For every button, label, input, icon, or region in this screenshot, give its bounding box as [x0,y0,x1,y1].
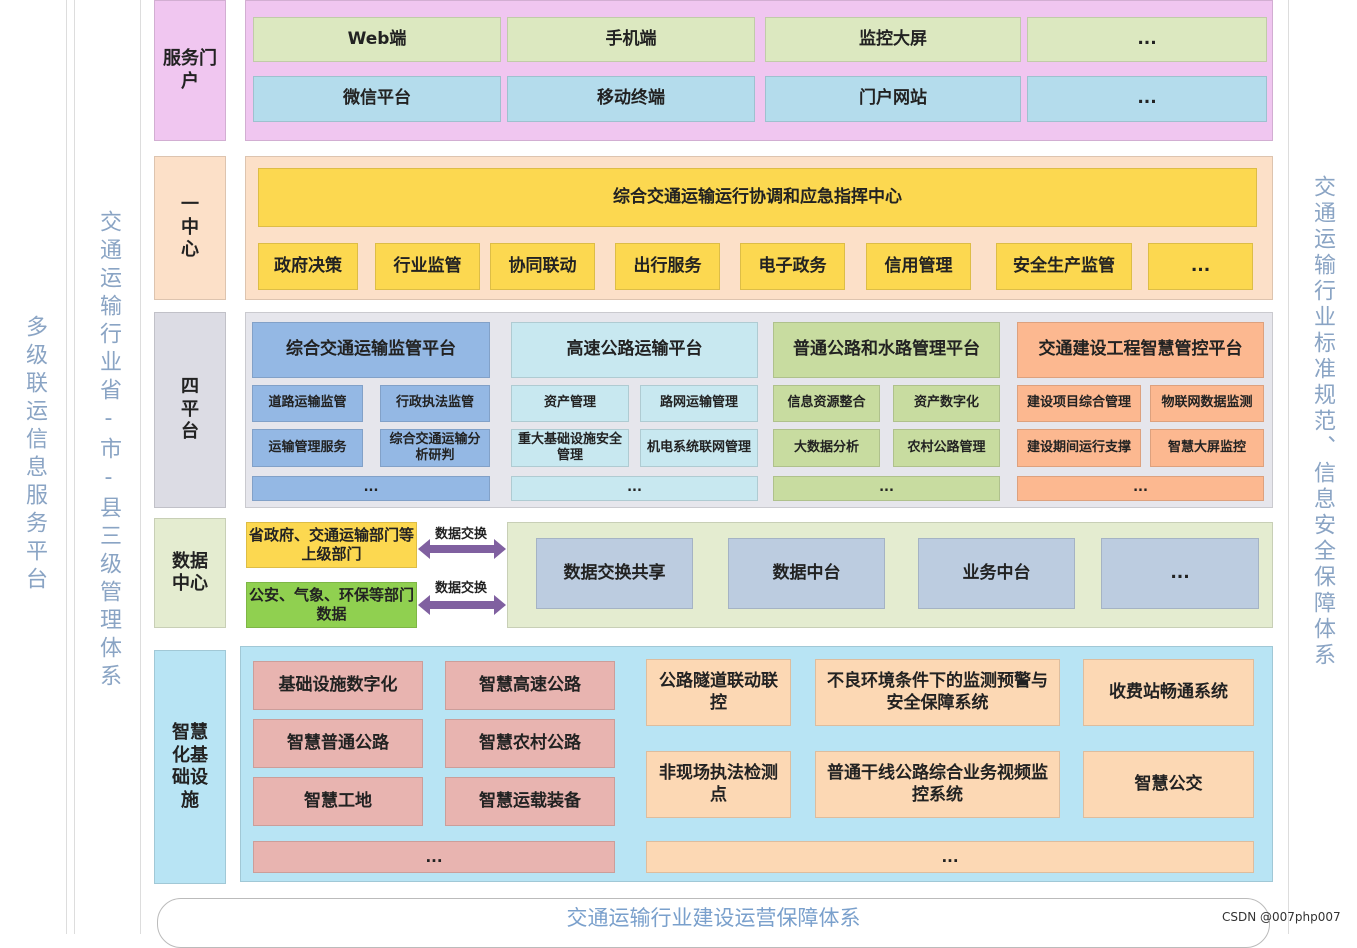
divider [74,0,75,934]
side-label-standards: 交通运输行业标准规范、信息安全保障体系 [1310,175,1335,669]
platform-item: 资产数字化 [893,385,1000,422]
layer-label-infra: 智慧化基础设施 [154,650,226,884]
infra-right-item: 收费站畅通系统 [1083,659,1254,726]
portal-website: 门户网站 [765,76,1021,122]
platform-item: 综合交通运输分析研判 [380,429,490,467]
divider [66,0,67,934]
platform-more: ... [1017,476,1264,501]
layer-label-portal: 服务门户 [154,0,226,141]
center-item: 电子政务 [740,243,845,290]
platform-item: 道路运输监管 [252,385,363,422]
platform-more: ... [252,476,490,501]
platform-more: ... [511,476,758,501]
infra-right-more: ... [646,841,1254,873]
platform-item: 农村公路管理 [893,429,1000,467]
exchange-arrows-icon [418,539,506,615]
portal-mobile: 手机端 [507,17,755,62]
exchange-label: 数据交换 [434,526,487,542]
data-source-government: 省政府、交通运输部门等上级部门 [246,522,417,568]
platform-title: 交通建设工程智慧管控平台 [1017,322,1264,378]
layer-label-data-center: 数据中心 [154,518,226,628]
infra-right-item: 不良环境条件下的监测预警与安全保障系统 [815,659,1060,726]
platform-more: ... [773,476,1000,501]
divider [140,0,141,934]
platform-item: 资产管理 [511,385,629,422]
exchange-label: 数据交换 [434,580,487,596]
data-center-item: 数据中台 [728,538,885,609]
portal-screen: 监控大屏 [765,17,1021,62]
portal-terminal: 移动终端 [507,76,755,122]
layer-label-platforms: 四平台 [154,312,226,508]
infra-left-item: 智慧工地 [253,777,423,826]
portal-web: Web端 [253,17,501,62]
data-source-departments: 公安、气象、环保等部门数据 [246,582,417,628]
platform-item: 建设项目综合管理 [1017,385,1141,422]
center-item: 协同联动 [490,243,595,290]
infra-right-item: 智慧公交 [1083,751,1254,818]
infra-right-item: 公路隧道联动联控 [646,659,791,726]
infra-left-item: 智慧高速公路 [445,661,615,710]
platform-item: 行政执法监管 [380,385,490,422]
platform-title: 普通公路和水路管理平台 [773,322,1000,378]
infra-left-item: 智慧农村公路 [445,719,615,768]
platform-item: 大数据分析 [773,429,880,467]
side-label-service-platform: 多级联运信息服务平台 [22,315,47,595]
platform-item: 运输管理服务 [252,429,363,467]
center-item: 信用管理 [866,243,971,290]
layer-label-center: 一中心 [154,156,226,300]
infra-right-item: 普通干线公路综合业务视频监控系统 [815,751,1060,818]
platform-item: 重大基础设施安全管理 [511,429,629,467]
infra-left-item: 基础设施数字化 [253,661,423,710]
divider [1288,0,1289,934]
platform-item: 建设期间运行支撑 [1017,429,1141,467]
data-center-item: ... [1101,538,1259,609]
data-center-item: 数据交换共享 [536,538,693,609]
platform-item: 物联网数据监测 [1150,385,1264,422]
platform-item: 机电系统联网管理 [640,429,758,467]
platform-title: 综合交通运输监管平台 [252,322,490,378]
watermark: CSDN @007php007 [1222,910,1341,924]
infra-left-item: 智慧运载装备 [445,777,615,826]
platform-item: 路网运输管理 [640,385,758,422]
center-item: 安全生产监管 [996,243,1132,290]
center-item: 出行服务 [615,243,720,290]
command-center: 综合交通运输运行协调和应急指挥中心 [258,168,1257,227]
center-item: 行业监管 [375,243,480,290]
side-label-management-system: 交通运输行业省-市-县三级管理体系 [96,210,121,692]
infra-left-item: 智慧普通公路 [253,719,423,768]
platform-item: 智慧大屏监控 [1150,429,1264,467]
infra-left-more: ... [253,841,615,873]
center-item: ... [1148,243,1253,290]
bottom-guarantee-system: 交通运输行业建设运营保障体系 [157,898,1270,948]
data-center-item: 业务中台 [918,538,1075,609]
portal-wechat: 微信平台 [253,76,501,122]
platform-title: 高速公路运输平台 [511,322,758,378]
center-item: 政府决策 [258,243,358,290]
infra-right-item: 非现场执法检测点 [646,751,791,818]
platform-item: 信息资源整合 [773,385,880,422]
portal-more-2: ... [1027,76,1267,122]
portal-more: ... [1027,17,1267,62]
